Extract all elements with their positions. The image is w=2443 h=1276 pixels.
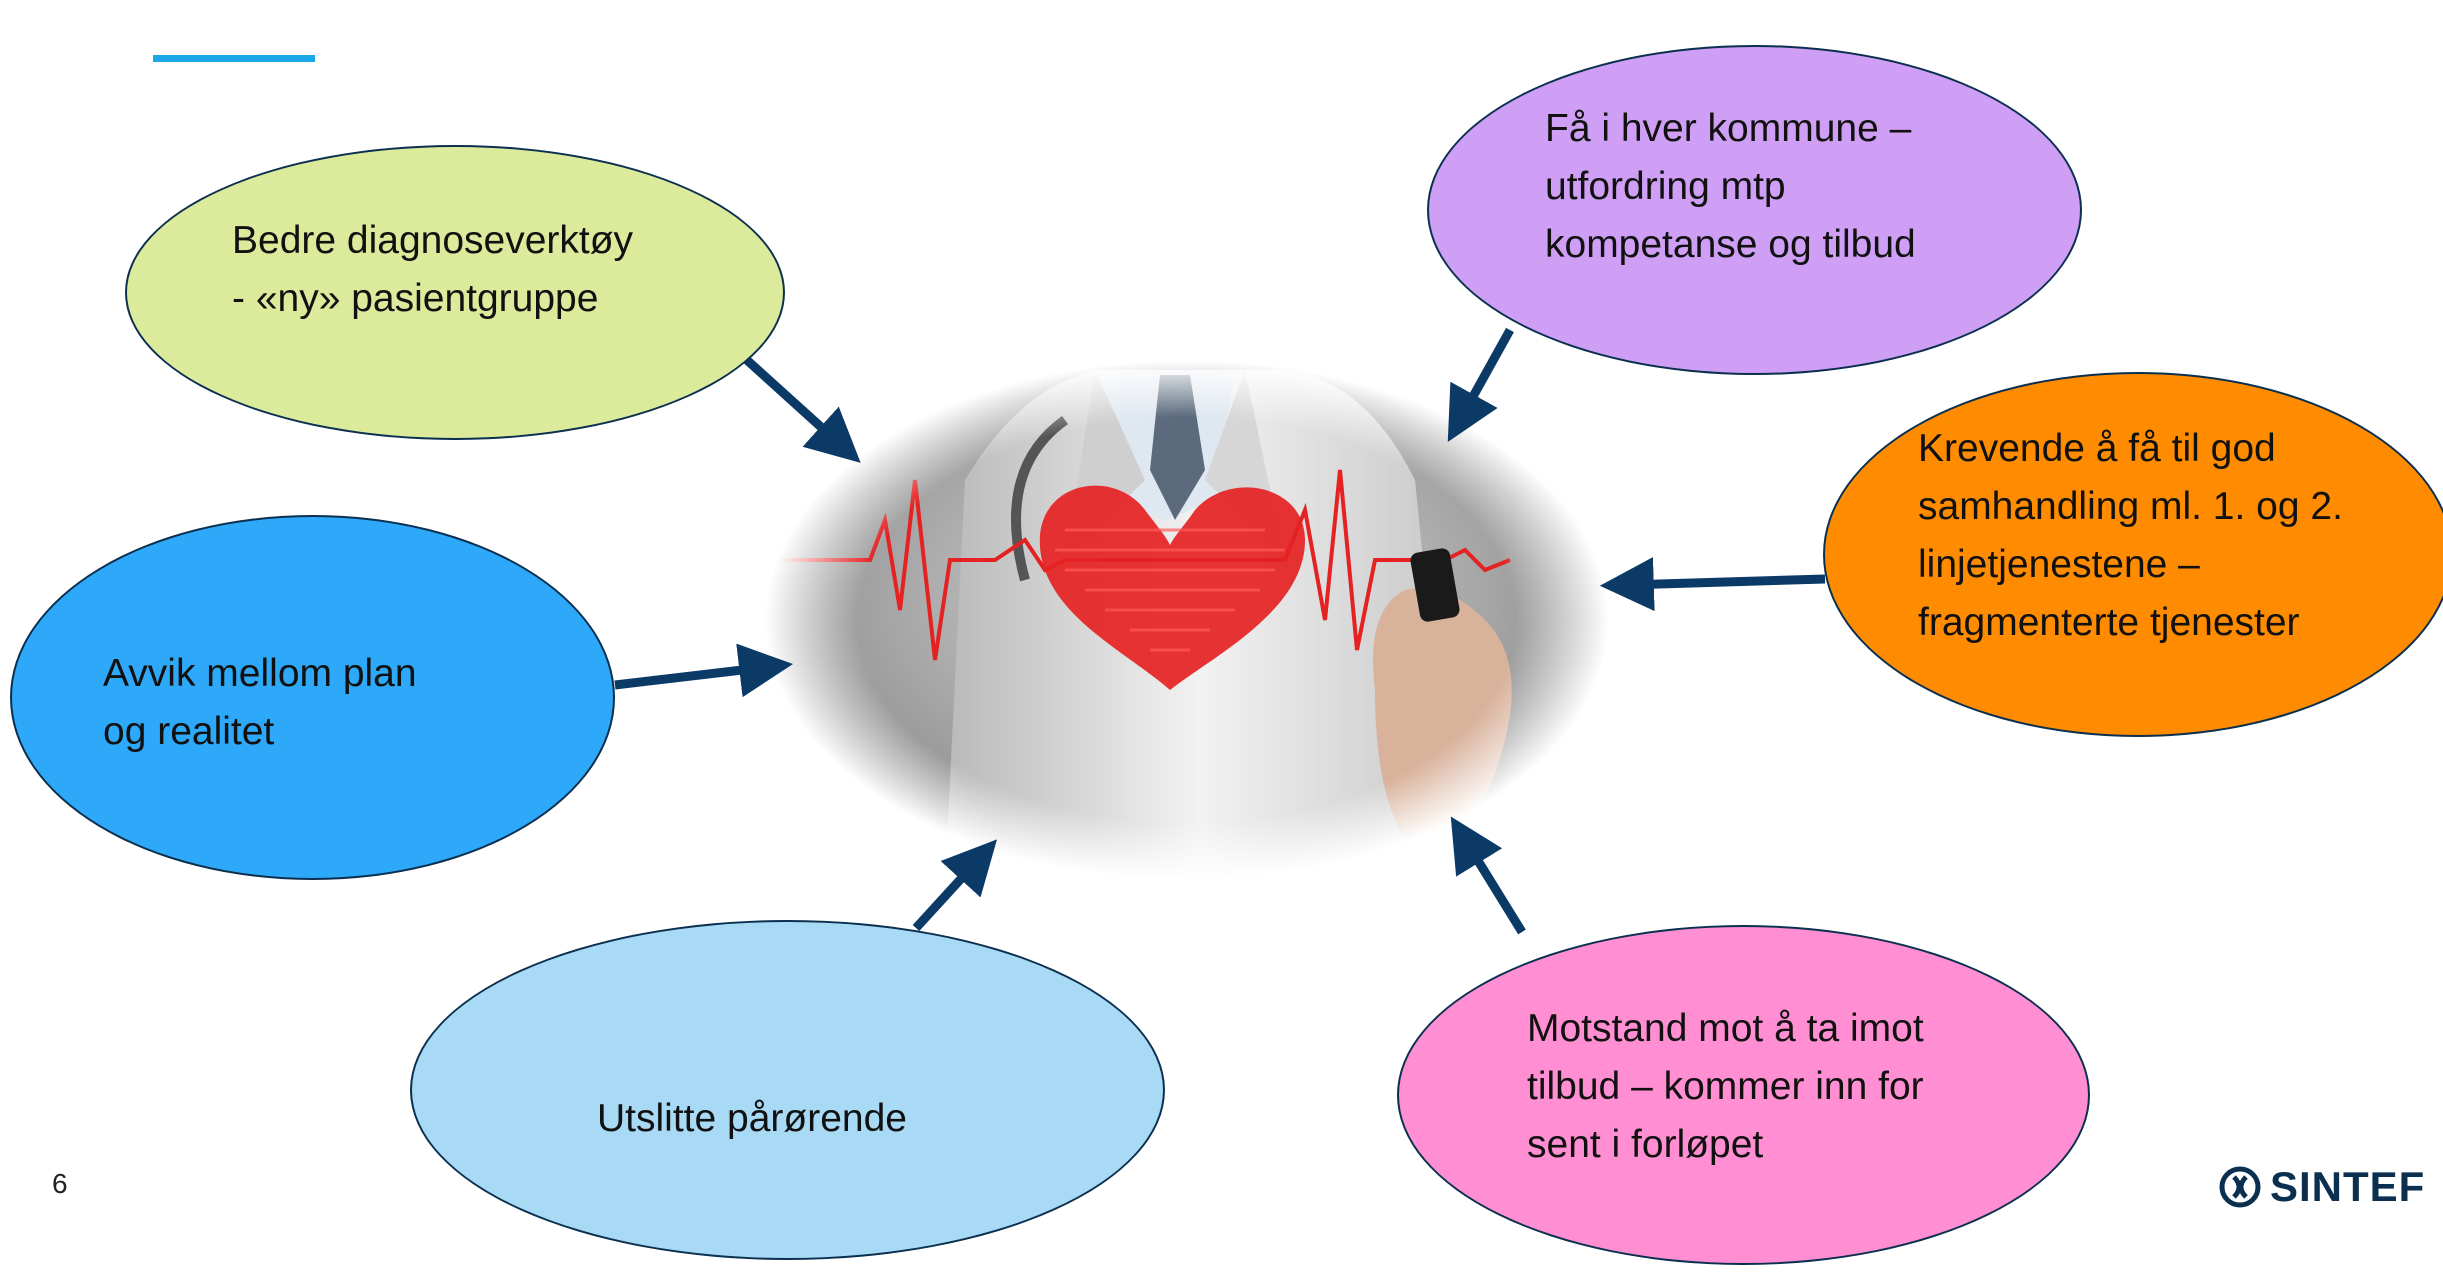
bubble-left-text: Avvik mellom plan og realitet [103, 645, 417, 761]
text-line: Avvik mellom plan [103, 652, 417, 695]
arrow-right [1599, 557, 1826, 612]
bubble-right [1823, 372, 2443, 737]
arrow-top-right [1447, 327, 1514, 443]
arrow-top-left [734, 348, 861, 463]
text-line: tilbud – kommer inn for [1527, 1065, 1924, 1108]
bubble-top-left [125, 145, 785, 440]
text-line: Motstand mot å ta imot [1527, 1007, 1924, 1050]
text-line: Få i hver kommune – [1545, 107, 1912, 150]
bubble-top-left-text: Bedre diagnoseverktøy - «ny» pasientgrup… [232, 212, 633, 328]
arrow-left [614, 643, 794, 698]
bubble-bottom-left-text: Utslitte pårørende [597, 1090, 907, 1148]
sintef-logo-icon [2219, 1166, 2261, 1208]
bubble-top-right-text: Få i hver kommune – utfordring mtp kompe… [1545, 100, 1916, 274]
arrow-bottom-right [1450, 816, 1526, 935]
bubble-bottom-right-text: Motstand mot å ta imot tilbud – kommer i… [1527, 1000, 1924, 1174]
text-line: og realitet [103, 710, 275, 753]
sintef-logo: SINTEF [2218, 1163, 2425, 1211]
text-line: Bedre diagnoseverktøy [232, 219, 634, 262]
text-line: fragmenterte tjenester [1918, 601, 2300, 644]
text-line: linjetjenestene – [1918, 543, 2200, 586]
page-number: 6 [52, 1168, 68, 1199]
bubble-bottom-left [410, 920, 1165, 1260]
title-accent-line [153, 55, 315, 62]
text-line: Utslitte pårørende [597, 1097, 907, 1140]
bubble-right-text: Krevende å få til god samhandling ml. 1.… [1918, 420, 2343, 652]
bubble-bottom-right [1397, 925, 2090, 1265]
text-line: Krevende å få til god [1918, 427, 2276, 470]
text-line: samhandling ml. 1. og 2. [1918, 485, 2343, 528]
text-line: - «ny» pasientgruppe [232, 277, 599, 320]
bubble-top-right [1427, 45, 2082, 375]
text-line: sent i forløpet [1527, 1123, 1764, 1166]
center-illustration [765, 360, 1610, 880]
sintef-logo-text: SINTEF [2270, 1163, 2426, 1210]
bubble-left [10, 515, 615, 880]
text-line: utfordring mtp [1545, 165, 1786, 208]
text-line: kompetanse og tilbud [1545, 223, 1916, 266]
arrow-bottom-left [912, 839, 998, 932]
